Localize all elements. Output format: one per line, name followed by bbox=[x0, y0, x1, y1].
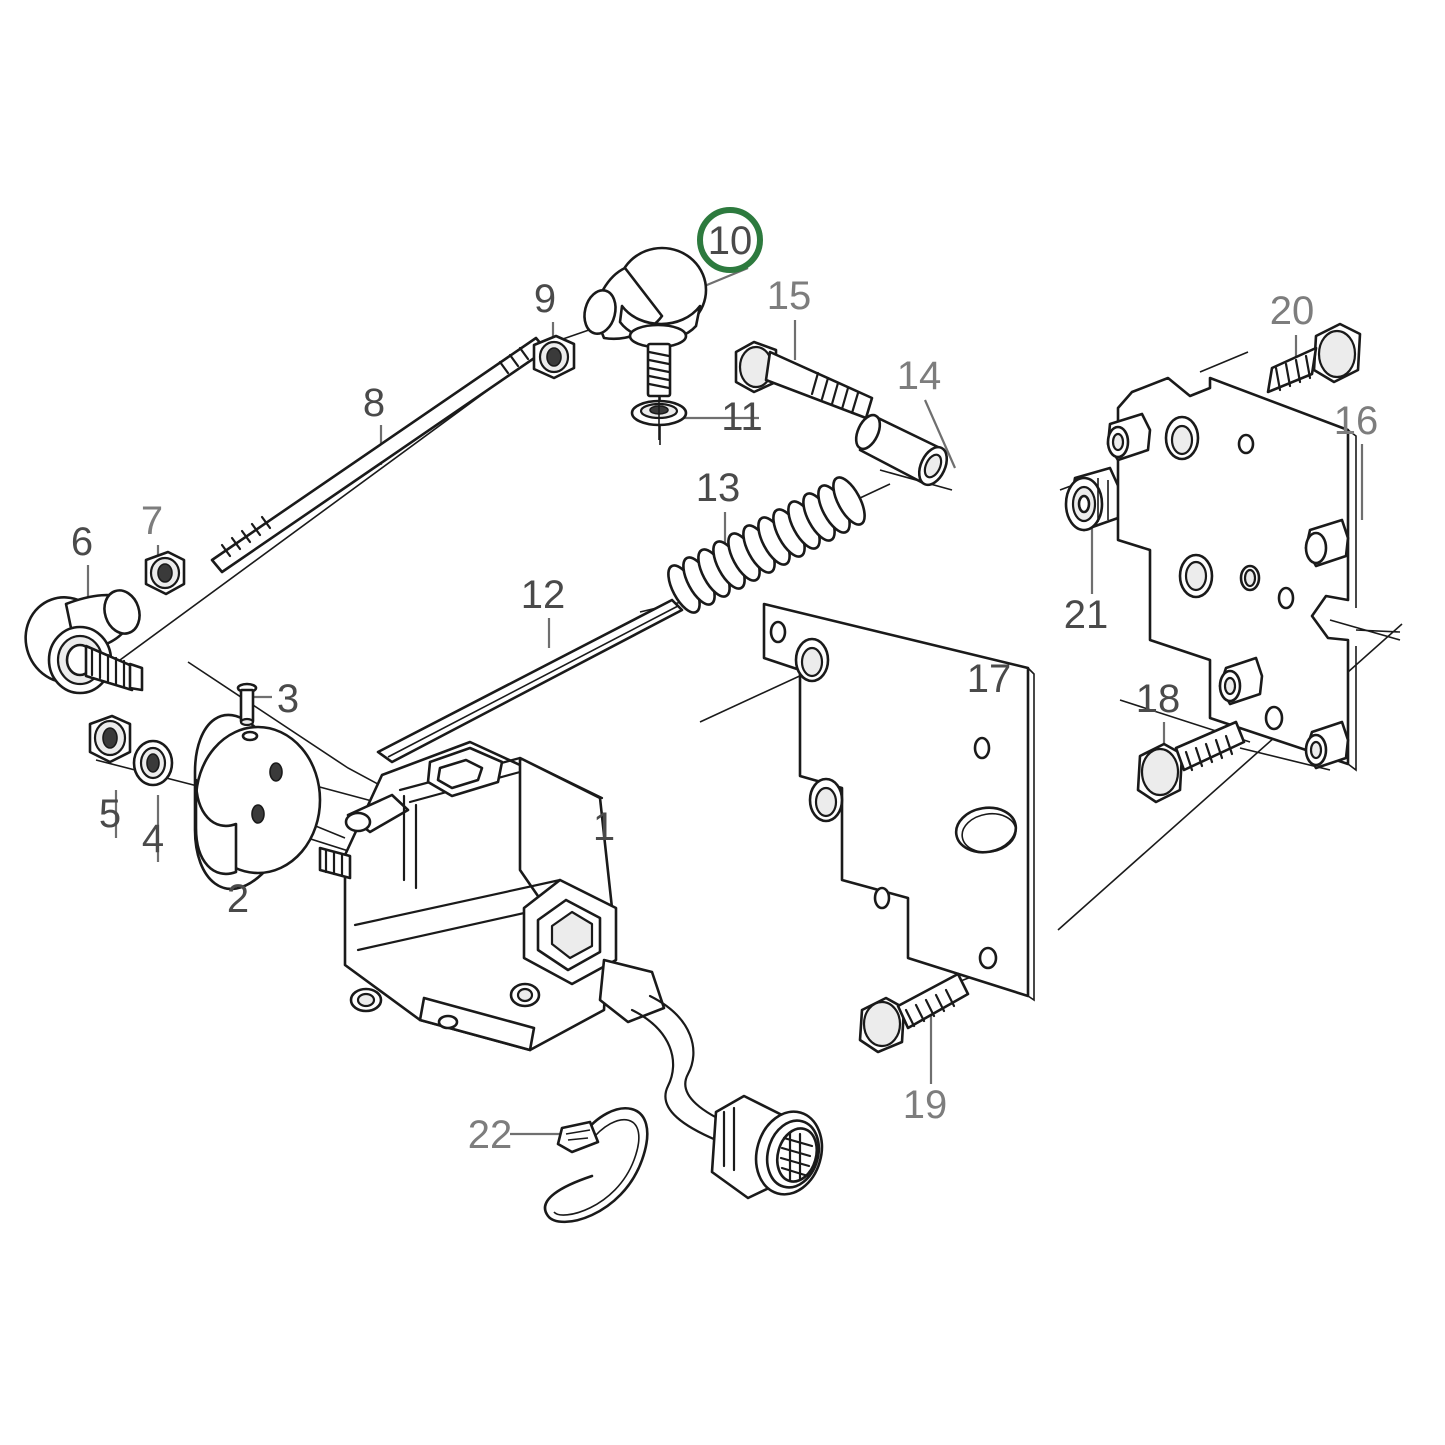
part-22-cable-tie bbox=[543, 1106, 649, 1224]
callout-label-19: 19 bbox=[903, 1083, 948, 1127]
part-9-jam-nut-upper bbox=[532, 334, 576, 380]
callout-label-18: 18 bbox=[1136, 677, 1181, 721]
part-17-front-mounting-plate bbox=[762, 602, 1035, 1002]
callout-label-7: 7 bbox=[141, 499, 163, 543]
callout-label-16: 16 bbox=[1334, 399, 1379, 443]
highlight-ring-item-10 bbox=[697, 207, 763, 273]
part-1-actuator-motor-body bbox=[318, 740, 666, 1052]
part-16-rear-mounting-bracket bbox=[1106, 376, 1401, 772]
part-14-spacer-sleeve bbox=[854, 413, 949, 487]
part-6-ball-joint-lower bbox=[24, 589, 144, 695]
callout-label-21: 21 bbox=[1064, 593, 1109, 637]
callout-label-11: 11 bbox=[721, 395, 763, 439]
callout-label-8: 8 bbox=[363, 381, 385, 425]
callout-label-5: 5 bbox=[99, 792, 121, 836]
callout-label-14: 14 bbox=[897, 354, 942, 398]
part-7-jam-nut-lower bbox=[144, 550, 186, 596]
callout-label-1: 1 bbox=[593, 805, 615, 849]
part-4-washer bbox=[132, 739, 174, 787]
callout-label-3: 3 bbox=[277, 677, 299, 721]
part-11-washer-nut bbox=[630, 395, 688, 440]
callout-label-13: 13 bbox=[696, 466, 741, 510]
part-1-cable-and-connector bbox=[630, 994, 824, 1200]
callout-label-4: 4 bbox=[142, 817, 164, 861]
part-5-lock-nut bbox=[88, 714, 132, 764]
callout-label-2: 2 bbox=[227, 877, 249, 921]
callout-label-6: 6 bbox=[71, 520, 93, 564]
callout-label-22: 22 bbox=[468, 1113, 513, 1157]
part-2-drive-disc bbox=[193, 713, 322, 891]
part-19-hex-bolt-plate bbox=[858, 972, 970, 1054]
part-18-hex-bolt-bracket bbox=[1136, 720, 1246, 804]
part-15-hex-bolt-long bbox=[734, 340, 874, 420]
part-21-rubber-grommet-bushing bbox=[1064, 466, 1122, 532]
callout-labels: 1 2 3 4 5 6 7 8 9 10 11 12 13 14 15 16 1… bbox=[71, 219, 1378, 1157]
callout-label-15: 15 bbox=[767, 274, 812, 318]
callout-label-10: 10 bbox=[708, 219, 753, 263]
part-8-threaded-link-rod bbox=[210, 336, 548, 574]
part-20-hex-bolt-upper-bracket bbox=[1266, 322, 1362, 394]
part-10-ball-joint-upper bbox=[583, 246, 708, 398]
callout-label-12: 12 bbox=[521, 573, 566, 617]
part-12-flat-link-bar bbox=[376, 598, 684, 764]
callout-label-20: 20 bbox=[1270, 289, 1315, 333]
part-13-compression-spring bbox=[667, 476, 866, 614]
callout-label-9: 9 bbox=[534, 277, 556, 321]
callout-label-17: 17 bbox=[967, 657, 1012, 701]
part-3-set-screw bbox=[236, 682, 258, 727]
